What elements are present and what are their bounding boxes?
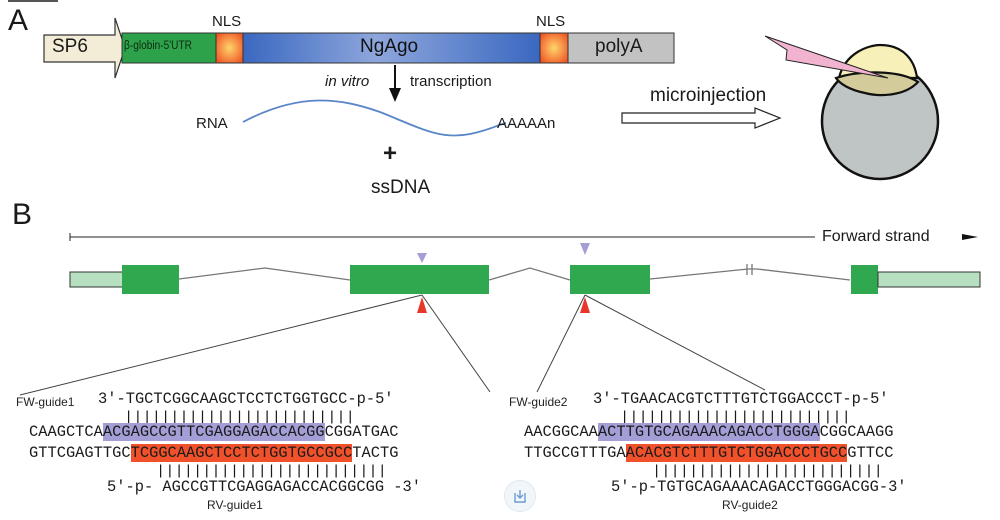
intron-2 <box>488 267 571 281</box>
embryo-illustration <box>764 35 940 181</box>
rv-guide1-pairing-ticks: ||||||||||||||||||||||||| <box>156 462 387 480</box>
rv-guide2-label: RV-guide2 <box>722 498 778 512</box>
intron-3 <box>649 268 851 281</box>
panel-b-label: B <box>12 198 33 231</box>
forward-strand-label: Forward strand <box>822 228 930 245</box>
nls2-segment <box>539 32 569 64</box>
exon-2 <box>350 265 489 294</box>
intron-1 <box>178 267 351 281</box>
top-edge-bar <box>8 0 58 2</box>
fw-guide2-marker-icon <box>580 243 590 255</box>
polya-label: polyA <box>595 36 643 57</box>
download-button[interactable] <box>504 480 536 512</box>
rv-guide2-marker-icon <box>580 297 590 313</box>
ssdna-label: ssDNA <box>371 177 431 198</box>
nls1-label: NLS <box>212 13 242 30</box>
gene-label: NgAgo <box>360 36 419 57</box>
fw-guide1-sequence: 3'-TGCTCGGCAAGCTCCTCTGGTGCC-p-5' <box>98 390 394 408</box>
rv-guide2-binding-site: ACACGTCTTTGTCTGGACCCTGCC <box>625 444 848 462</box>
nls1-segment <box>215 32 244 64</box>
target2-bottom-strand: TTGCCGTTTGAACACGTCTTTGTCTGGACCCTGCCGTTCC <box>524 444 894 462</box>
fw-guide2-sequence: 3'-TGAACACGTCTTTGTCTGGACCCT-p-5' <box>593 390 889 408</box>
download-icon <box>514 490 526 503</box>
rv-guide1-sequence: 5'-p- AGCCGTTCGAGGAGACCACGGCGG -3' <box>107 478 422 496</box>
utr-label: β-globin-5'UTR <box>124 40 192 52</box>
polya-segment <box>567 32 675 64</box>
injection-needle <box>764 35 889 79</box>
fw-guide2-binding-site: ACTTGTGCAGAAACAGACCTGGGA <box>597 423 820 441</box>
target2-top-strand: AACGGCAAACTTGTGCAGAAACAGACCTGGGACGGCAAGG <box>524 423 894 441</box>
panel-a-label: A <box>8 4 29 37</box>
sp6-promoter-arrow <box>43 17 126 79</box>
rv-guide1-binding-site: TCGGCAAGCTCCTCTGGTGCCGCC <box>130 444 353 462</box>
rna-label: RNA <box>196 115 228 132</box>
transcription-label: transcription <box>410 73 492 90</box>
ngago-segment <box>242 32 541 64</box>
zoom-line-right-2 <box>584 294 766 391</box>
fw-guide2-pairing-ticks: ||||||||||||||||||||||||| <box>620 408 851 426</box>
fw-guide1-binding-site: ACGAGCCGTTCGAGGAGACCACGG <box>102 423 325 441</box>
target1-top-strand: CAAGCTCAACGAGCCGTTCGAGGAGACCACGGCGGATGAC <box>29 423 399 441</box>
exon-1 <box>122 265 179 294</box>
fw-guide1-marker-icon <box>417 253 427 263</box>
polya-tail-label: AAAAAn <box>497 115 556 132</box>
in-vitro-label: in vitro <box>325 73 370 90</box>
exon-4 <box>851 265 878 294</box>
rv-guide1-marker-icon <box>417 297 427 313</box>
promoter-label: SP6 <box>52 36 88 57</box>
zoom-line-right-1 <box>536 294 586 393</box>
plus-sign: + <box>383 140 398 167</box>
rv-guide2-sequence: 5'-p-TGTGCAGAAACAGACCTGGGACGG-3' <box>611 478 907 496</box>
utr-exon-right <box>877 271 981 288</box>
fw-guide1-label: FW-guide1 <box>16 395 75 409</box>
transcription-arrow-head <box>389 88 401 102</box>
utr-exon-left <box>69 271 126 288</box>
fw-guide1-pairing-ticks: ||||||||||||||||||||||||| <box>124 408 355 426</box>
target1-bottom-strand: GTTCGAGTTGCTCGGCAAGCTCCTCTGGTGCCGCCTACTG <box>29 444 399 462</box>
utr-segment <box>121 32 217 64</box>
rv-guide2-pairing-ticks: ||||||||||||||||||||||||| <box>652 462 883 480</box>
exon-3 <box>570 265 650 294</box>
microinjection-arrow <box>621 107 782 129</box>
fw-guide2-label: FW-guide2 <box>509 395 568 409</box>
rna-strand <box>242 99 507 137</box>
zoom-line-left-2 <box>421 294 491 393</box>
microinjection-label: microinjection <box>650 85 767 106</box>
gene-model <box>69 264 981 294</box>
forward-strand-arrow-icon <box>962 234 978 240</box>
zoom-line-left-1 <box>19 294 423 396</box>
rv-guide1-label: RV-guide1 <box>207 498 263 512</box>
construct-bar <box>43 17 675 79</box>
nls2-label: NLS <box>536 13 566 30</box>
